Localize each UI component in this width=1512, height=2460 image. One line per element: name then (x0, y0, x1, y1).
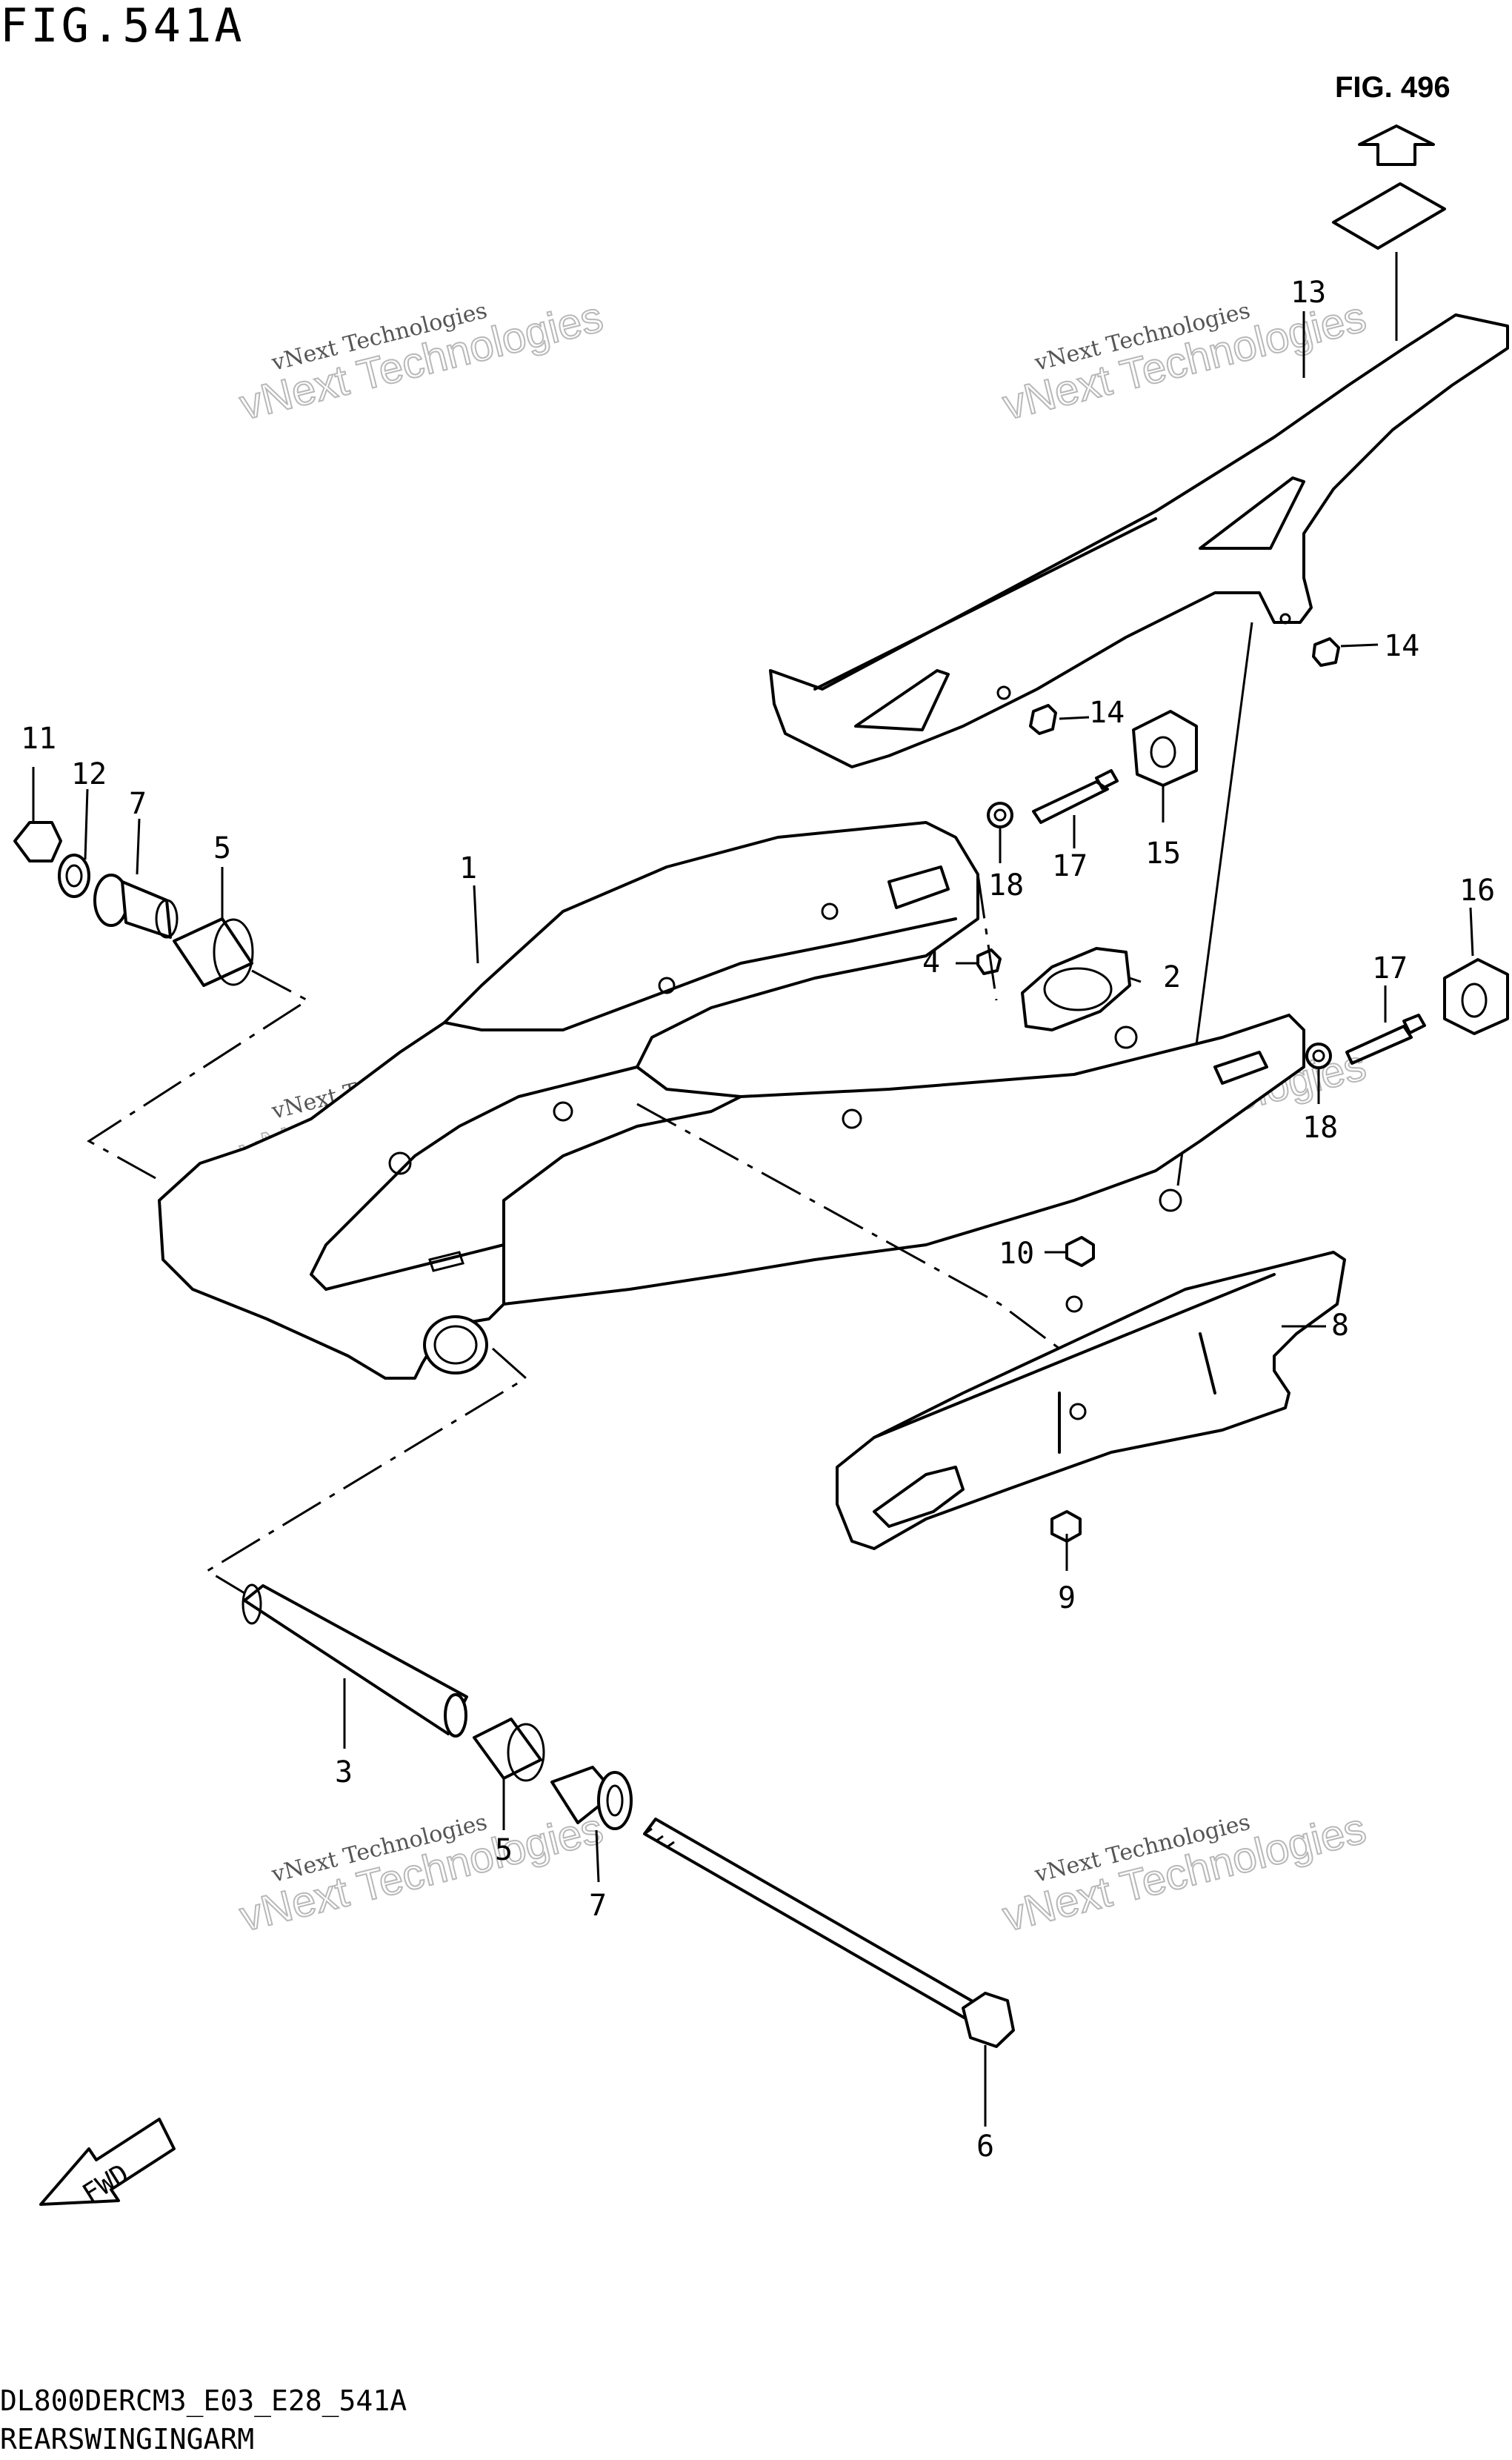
callout-6: 6 (976, 2130, 994, 2164)
part-16-adjuster-block (1443, 958, 1509, 1035)
part-6-pivot-bolt (643, 1818, 1015, 2127)
part-15-adjuster-block (1132, 710, 1198, 822)
part-8-chain-case (836, 1251, 1346, 1550)
callout-12: 12 (71, 757, 107, 791)
leader-1 (473, 885, 479, 964)
part-13-chain-guard (769, 313, 1509, 768)
callout-3: 3 (335, 1755, 353, 1789)
part-9-bolt-icon (1050, 1510, 1082, 1571)
callout-10: 10 (999, 1237, 1034, 1271)
callout-4: 4 (922, 945, 940, 980)
forward-direction-icon: FWD (39, 2118, 176, 2210)
figure-reference[interactable]: FIG. 496 (1335, 71, 1451, 104)
leader-lines (956, 311, 1474, 1104)
assembly-lines (87, 874, 1060, 1595)
part-7-collar (93, 818, 179, 939)
callout-17-right: 17 (1372, 951, 1408, 985)
callout-13: 13 (1290, 276, 1326, 310)
part-14-bolt-icon (1029, 637, 1379, 735)
part-1-swing-arm (158, 821, 1305, 1380)
model-code: DL800DERCM3_E03_E28_541A (0, 2384, 407, 2417)
part-7-collar-lower (550, 1766, 633, 1883)
callout-7-upper: 7 (129, 787, 147, 821)
callout-15: 15 (1145, 837, 1181, 871)
part-12-washer-icon (58, 788, 90, 898)
callout-1: 1 (459, 851, 477, 885)
part-5-bushing-lower (473, 1718, 545, 1830)
callout-2: 2 (1163, 960, 1181, 994)
part-2-plate (1021, 947, 1131, 1031)
callout-5-lower: 5 (495, 1833, 513, 1867)
figure-title: FIG.541A (0, 0, 245, 53)
callout-17-left: 17 (1052, 849, 1088, 883)
callout-labels: 1 2 3 4 5 5 6 7 7 8 9 10 11 12 13 14 14 … (21, 276, 1495, 2164)
callout-18-left: 18 (988, 868, 1024, 902)
reference-arrow-icon (1332, 124, 1446, 341)
part-10-bolt-icon (1045, 1236, 1095, 1267)
part-4-screw-icon (976, 948, 1002, 975)
part-18-nut-icon (987, 802, 1332, 1069)
part-11-nut-icon (13, 767, 62, 862)
callout-8: 8 (1331, 1309, 1349, 1343)
callout-18-right: 18 (1302, 1111, 1338, 1145)
callout-11: 11 (21, 722, 56, 756)
part-5-bushing (173, 867, 254, 987)
callout-14-right: 14 (1384, 629, 1419, 663)
part-3-spacer-tube (242, 1583, 468, 1749)
callout-9: 9 (1058, 1581, 1076, 1615)
callout-14-left: 14 (1089, 696, 1125, 730)
callout-7-lower: 7 (589, 1889, 607, 1923)
callout-16: 16 (1459, 874, 1495, 908)
part-17-adjuster-bolt-icon (1032, 769, 1426, 1065)
callout-5-upper: 5 (213, 831, 231, 865)
section-name: REARSWINGINGARM (0, 2423, 255, 2456)
